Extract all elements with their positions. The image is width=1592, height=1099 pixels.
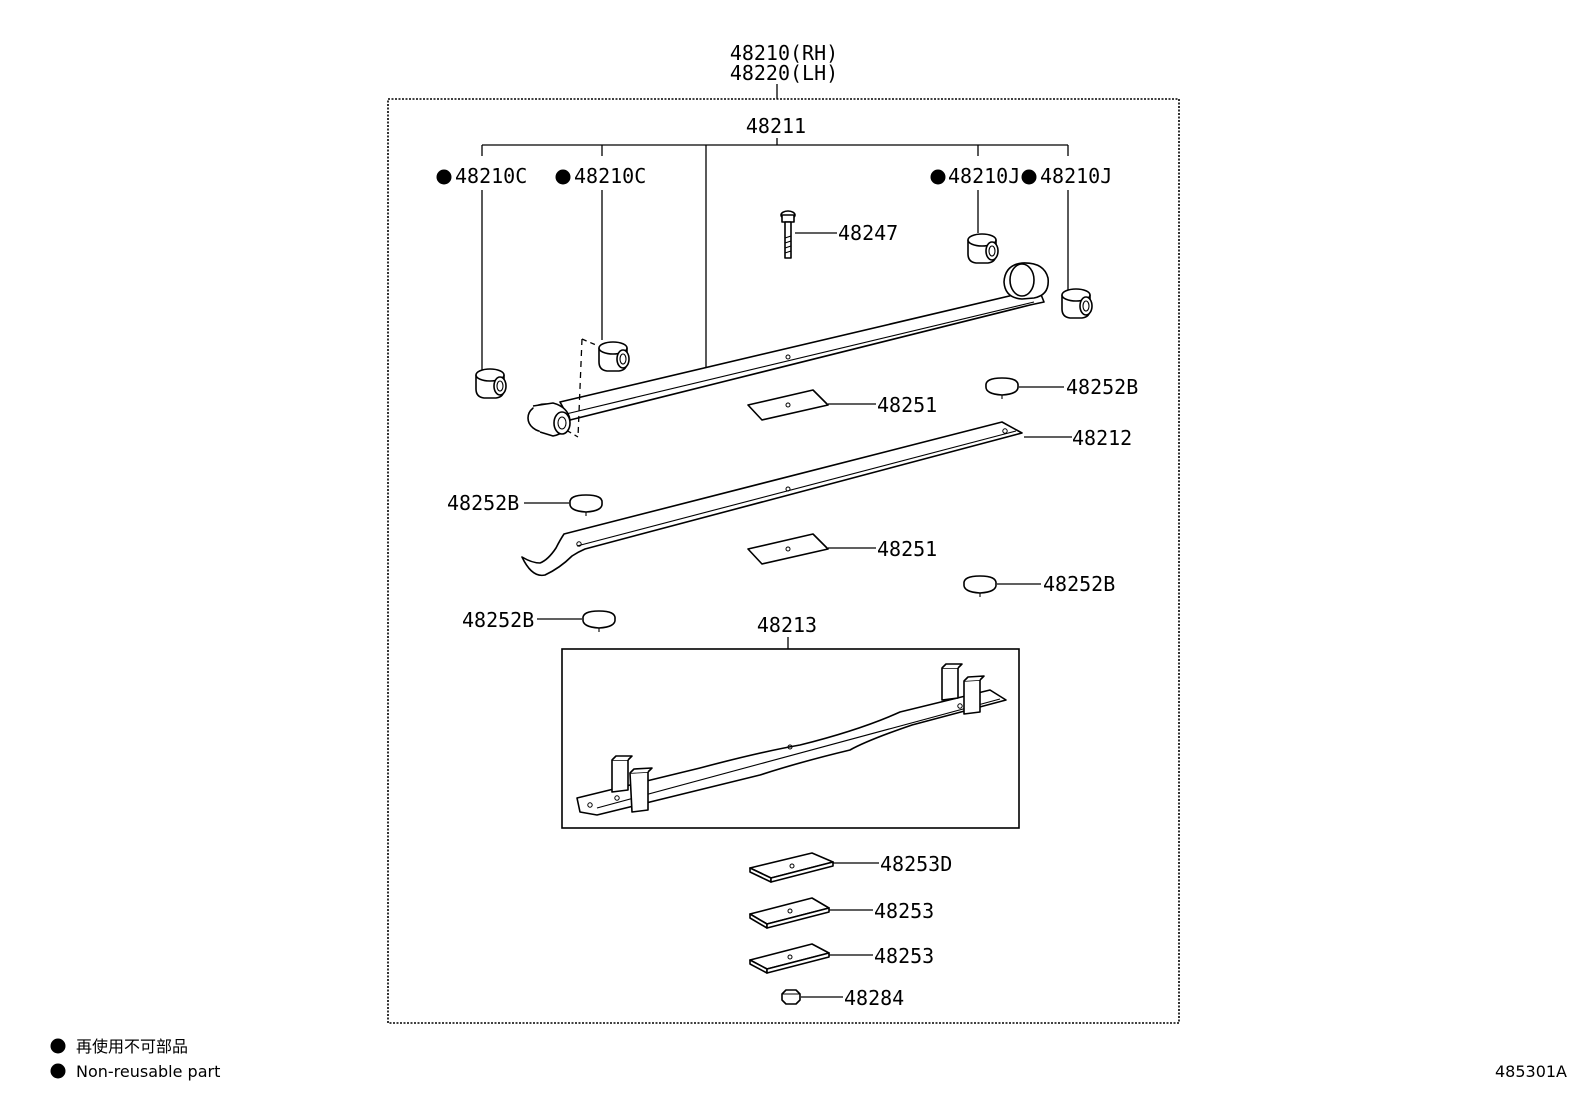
alignment-dashed-guides xyxy=(565,338,597,438)
lower-leaf-48213[interactable] xyxy=(576,663,1007,816)
legend-english: Non-reusable part xyxy=(76,1062,220,1081)
part-label-48212[interactable]: 48212 xyxy=(1072,426,1132,450)
part-label-48210j-1[interactable]: 48210J xyxy=(948,164,1020,188)
non-reusable-dot-4 xyxy=(1021,169,1037,185)
bushing-48210j-right[interactable] xyxy=(1061,288,1093,319)
main-leaf-48211[interactable] xyxy=(527,262,1050,437)
second-leaf-48212[interactable] xyxy=(521,421,1023,577)
clip-48252b-upper-right[interactable] xyxy=(985,377,1019,399)
part-label-48252b-3[interactable]: 48252B xyxy=(1043,572,1115,596)
part-label-48253d[interactable]: 48253D xyxy=(880,852,952,876)
clip-48252b-left-upper[interactable] xyxy=(569,494,603,516)
diagram-id: 485301A xyxy=(1495,1062,1567,1081)
part-label-48251-1[interactable]: 48251 xyxy=(877,393,937,417)
shim-48253d[interactable] xyxy=(749,852,834,883)
legend-japanese: 再使用不可部品 xyxy=(76,1037,188,1056)
nut-48284[interactable] xyxy=(781,989,801,1005)
part-label-48284[interactable]: 48284 xyxy=(844,986,904,1010)
insert-48251-lower[interactable] xyxy=(747,533,829,565)
part-label-48213[interactable]: 48213 xyxy=(757,613,817,637)
part-label-48210j-2[interactable]: 48210J xyxy=(1040,164,1112,188)
part-label-48253-1[interactable]: 48253 xyxy=(874,899,934,923)
shim-48253-upper[interactable] xyxy=(749,897,830,929)
subassembly-frame-48213 xyxy=(561,648,1020,829)
shim-48253-lower[interactable] xyxy=(749,943,830,974)
non-reusable-dot-3 xyxy=(930,169,946,185)
leaf-center-hole-3 xyxy=(787,744,793,750)
bushing-48210c-left[interactable] xyxy=(475,368,507,399)
part-label-48252b-4[interactable]: 48252B xyxy=(462,608,534,632)
center-bolt-48247[interactable] xyxy=(780,210,796,259)
legend-dot-english xyxy=(50,1063,66,1079)
non-reusable-dot-1 xyxy=(436,169,452,185)
clip-48252b-right-lower[interactable] xyxy=(963,575,997,597)
bushing-48210j-left[interactable] xyxy=(967,233,999,264)
clip-48252b-left-lower[interactable] xyxy=(582,610,616,632)
insert-48251-upper[interactable] xyxy=(747,389,829,421)
leader-48211-bracket xyxy=(481,138,1069,367)
part-label-48251-2[interactable]: 48251 xyxy=(877,537,937,561)
part-label-48253-2[interactable]: 48253 xyxy=(874,944,934,968)
assembly-label-rh[interactable]: 48210(RH) xyxy=(730,41,838,65)
part-label-48252b-2[interactable]: 48252B xyxy=(447,491,519,515)
part-label-48210c-1[interactable]: 48210C xyxy=(455,164,527,188)
assembly-label-lh[interactable]: 48220(LH) xyxy=(730,61,838,85)
part-label-48247[interactable]: 48247 xyxy=(838,221,898,245)
bushing-48210c-right[interactable] xyxy=(598,341,630,372)
assembly-frame xyxy=(387,98,1180,1024)
part-label-48210c-2[interactable]: 48210C xyxy=(574,164,646,188)
leaf-center-hole-2 xyxy=(785,486,791,492)
legend-dot-japanese xyxy=(50,1038,66,1054)
non-reusable-dot-2 xyxy=(555,169,571,185)
part-label-48252b-1[interactable]: 48252B xyxy=(1066,375,1138,399)
leaf-center-hole-1 xyxy=(785,354,791,360)
part-label-48211[interactable]: 48211 xyxy=(746,114,806,138)
